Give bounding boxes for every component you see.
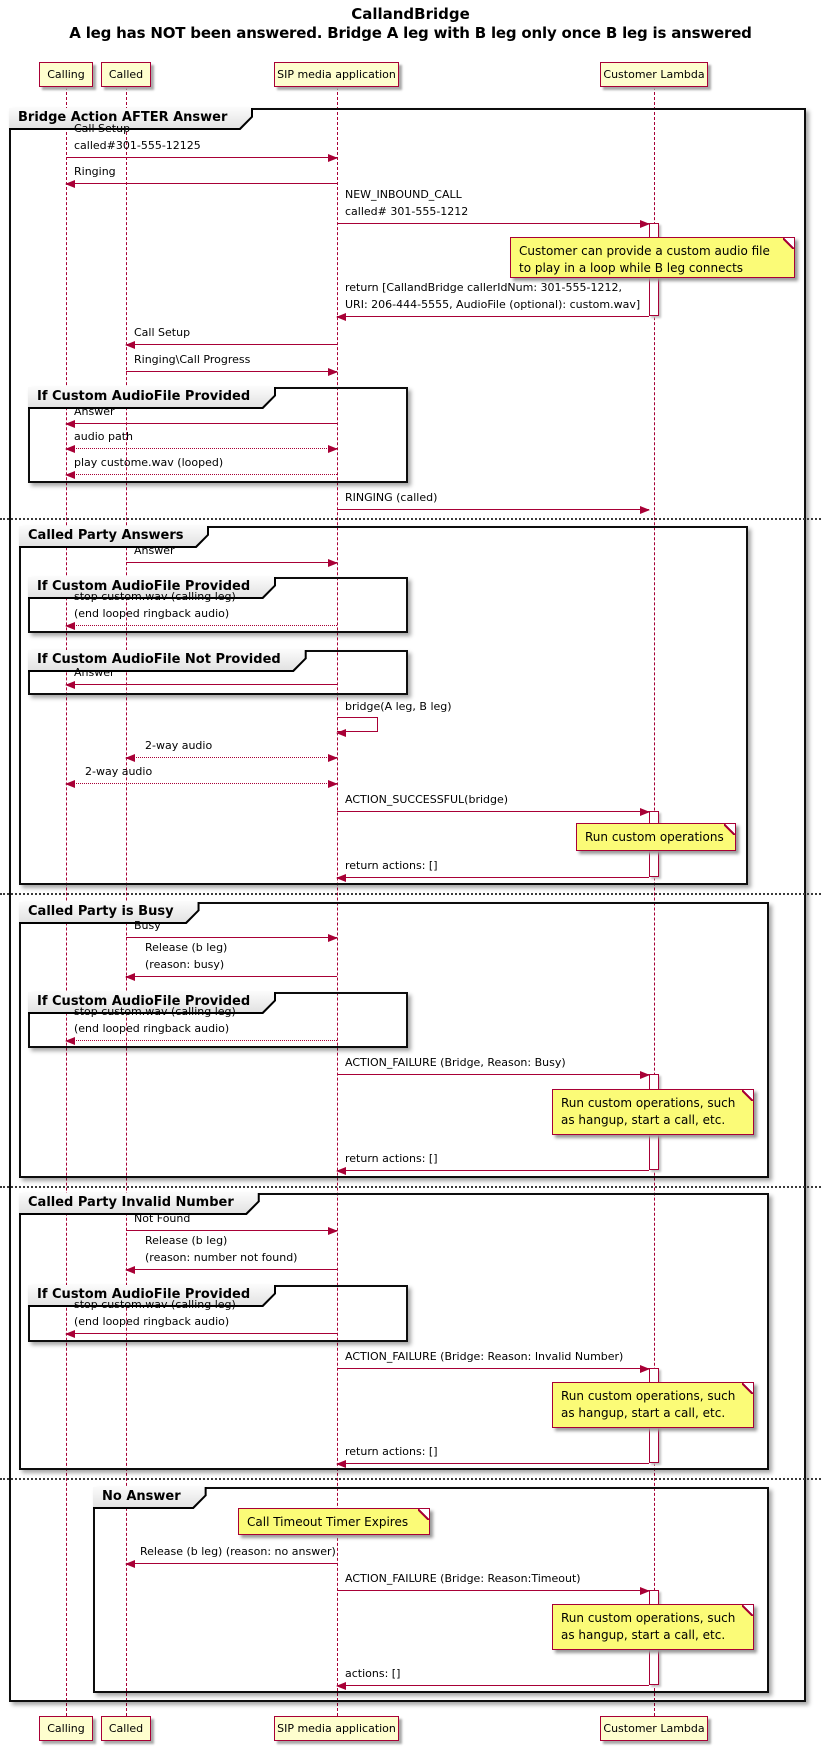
lifeline-sip-media-application: [337, 87, 338, 1716]
arrowhead-left-icon: [125, 754, 135, 762]
frame-label: If Custom AudioFile Provided: [28, 992, 276, 1014]
participant-called-top: Called: [101, 62, 151, 87]
note-run-custom-operations: Run custom operations: [576, 823, 736, 851]
arrowhead-left-icon: [65, 1037, 75, 1045]
participant-calling-bottom: Calling: [39, 1716, 93, 1741]
frame-called-party-is-busy: Called Party is Busy: [19, 902, 769, 1178]
diagram-title-block: CallandBridge A leg has NOT been answere…: [0, 4, 821, 44]
frame-label: If Custom AudioFile Not Provided: [28, 650, 307, 672]
note-run-custom-operations-long: Run custom operations, such as hangup, s…: [552, 1604, 754, 1650]
section-divider: [0, 1186, 821, 1188]
frame-if-audiofile-provided: If Custom AudioFile Provided: [28, 577, 408, 633]
section-divider: [0, 893, 821, 895]
arrowhead-right-icon: [328, 754, 338, 762]
arrowhead-left-icon: [65, 445, 75, 453]
frame-label: Called Party Invalid Number: [19, 1193, 260, 1215]
arrowhead-left-icon: [65, 1330, 75, 1338]
arrowhead-right-icon: [640, 1071, 650, 1079]
note-run-custom-operations-long: Run custom operations, such as hangup, s…: [552, 1382, 754, 1428]
page-subtitle: A leg has NOT been answered. Bridge A le…: [69, 24, 752, 43]
arrowhead-left-icon: [65, 622, 75, 630]
frame-called-party-invalid-number: Called Party Invalid Number: [19, 1193, 769, 1470]
arrowhead-right-icon: [328, 154, 338, 162]
arrowhead-left-icon: [336, 1167, 346, 1175]
note-custom-audio: Customer can provide a custom audio file…: [510, 237, 795, 278]
arrowhead-left-icon: [125, 341, 135, 349]
page-title: CallandBridge: [351, 5, 470, 23]
arrowhead-right-icon: [640, 1587, 650, 1595]
arrowhead-right-icon: [328, 368, 338, 376]
frame-label: If Custom AudioFile Provided: [28, 577, 276, 599]
arrowhead-left-icon: [65, 681, 75, 689]
participant-sip-media-application-bottom: SIP media application: [274, 1716, 399, 1741]
lifeline-calling: [66, 87, 67, 1716]
note-call-timeout: Call Timeout Timer Expires: [238, 1508, 430, 1535]
arrowhead-left-icon: [125, 1266, 135, 1274]
frame-if-audiofile-provided: If Custom AudioFile Provided: [28, 1285, 408, 1342]
frame-label: Called Party is Busy: [19, 902, 200, 924]
arrowhead-left-icon: [65, 420, 75, 428]
arrowhead-right-icon: [328, 1227, 338, 1235]
arrowhead-right-icon: [328, 445, 338, 453]
section-divider: [0, 518, 821, 520]
frame-no-answer: No Answer: [93, 1487, 769, 1693]
participant-called-bottom: Called: [101, 1716, 151, 1741]
frame-label: No Answer: [93, 1487, 207, 1509]
arrowhead-right-icon: [640, 1365, 650, 1373]
note-run-custom-operations-long: Run custom operations, such as hangup, s…: [552, 1089, 754, 1135]
arrowhead-left-icon: [65, 780, 75, 788]
lifeline-customer-lambda: [654, 87, 655, 1716]
frame-if-audiofile-not-provided: If Custom AudioFile Not Provided: [28, 650, 408, 695]
lifeline-called: [126, 87, 127, 1716]
arrowhead-left-icon: [336, 1460, 346, 1468]
participant-customer-lambda-top: Customer Lambda: [600, 62, 708, 87]
arrowhead-right-icon: [640, 506, 650, 514]
arrowhead-left-icon: [125, 1560, 135, 1568]
participant-calling-top: Calling: [39, 62, 93, 87]
arrowhead-right-icon: [328, 780, 338, 788]
arrowhead-left-icon: [336, 313, 346, 321]
message-bridge-self-loop: [336, 717, 378, 737]
arrowhead-left-icon: [336, 874, 346, 882]
arrowhead-right-icon: [328, 934, 338, 942]
participant-sip-media-application-top: SIP media application: [274, 62, 399, 87]
frame-bridge-action-after-answer: Bridge Action AFTER Answer: [9, 108, 806, 1702]
arrowhead-right-icon: [640, 808, 650, 816]
frame-label: If Custom AudioFile Provided: [28, 387, 276, 409]
frame-label: Bridge Action AFTER Answer: [9, 108, 253, 130]
section-divider: [0, 1478, 821, 1480]
message-bridge-self-label: bridge(A leg, B leg): [345, 700, 452, 713]
arrowhead-right-icon: [640, 220, 650, 228]
frame-label: If Custom AudioFile Provided: [28, 1285, 276, 1307]
arrowhead-left-icon: [125, 973, 135, 981]
arrowhead-left-icon: [336, 729, 346, 737]
frame-if-audiofile-provided: If Custom AudioFile Provided: [28, 387, 408, 483]
frame-called-party-answers: Called Party Answers: [19, 526, 748, 885]
arrowhead-left-icon: [65, 471, 75, 479]
frame-if-audiofile-provided: If Custom AudioFile Provided: [28, 992, 408, 1048]
arrowhead-left-icon: [336, 1682, 346, 1690]
participant-customer-lambda-bottom: Customer Lambda: [600, 1716, 708, 1741]
arrowhead-left-icon: [65, 180, 75, 188]
arrowhead-right-icon: [328, 559, 338, 567]
frame-label: Called Party Answers: [19, 526, 209, 548]
